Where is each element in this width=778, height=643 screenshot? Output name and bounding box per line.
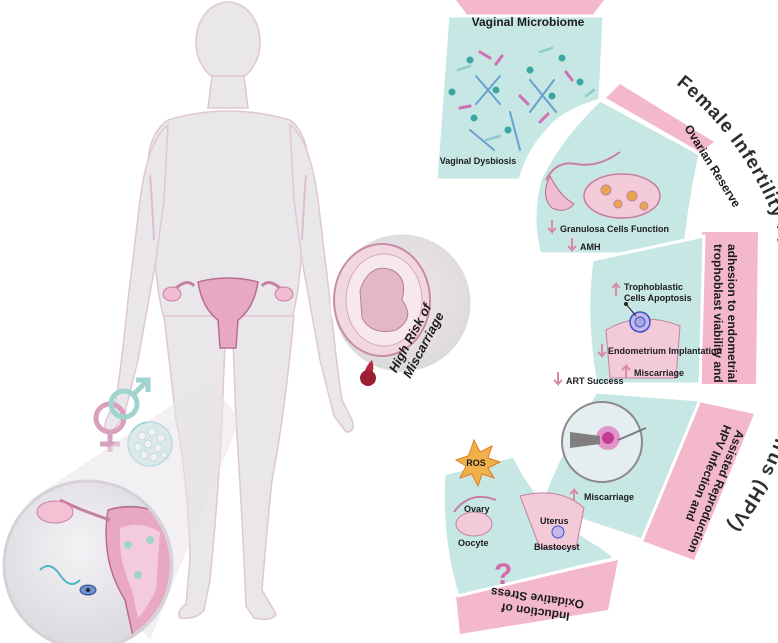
vaginal-dysbiosis-label: Vaginal Dysbiosis [440, 156, 517, 166]
body-outline-accent [149, 174, 307, 241]
trophoblastic-label-line2: Cells Apoptosis [624, 293, 692, 303]
question-mark-icon: ? [494, 558, 512, 591]
uterus-label: Uterus [540, 516, 569, 526]
amh-label: AMH [580, 242, 601, 252]
panel-vaginal-microbiome: Vaginal Microbiome Vaginal Dysbiosis [434, 0, 606, 182]
reproductive-tract-lens [2, 479, 174, 643]
panel-oxidative-stress: ROS Ovary Oocyte Uterus Blastocyst ? Ind… [441, 438, 620, 634]
uterus-icon [162, 277, 294, 349]
art-miscarriage-label: Miscarriage [584, 492, 634, 502]
vaginal-microbiome-title: Vaginal Microbiome [472, 15, 585, 29]
trophoblast-miscarriage-label: Miscarriage [634, 368, 684, 378]
granulosa-cells-label: Granulosa Cells Function [560, 224, 669, 234]
blastocyst-label: Blastocyst [534, 542, 580, 552]
art-success-label: ART Success [566, 376, 624, 386]
trophoblastic-label-line1: Trophoblastic [624, 282, 683, 292]
oocyte-label: Oocyte [458, 538, 489, 548]
ovary-label: Ovary [464, 504, 490, 514]
miscarriage-risk-circle: High Risk of Miscarriage [330, 231, 474, 386]
endometrium-implantation-label: Endometrium Implantation [608, 346, 722, 356]
trophoblast-title-line2: adhesion to endometrial [725, 244, 739, 383]
panel-trophoblast: Trophoblastic Cells Apoptosis Endometriu… [587, 232, 758, 386]
ros-label: ROS [466, 458, 486, 468]
trophoblast-title-line1: trophoblast viability and [711, 244, 725, 383]
